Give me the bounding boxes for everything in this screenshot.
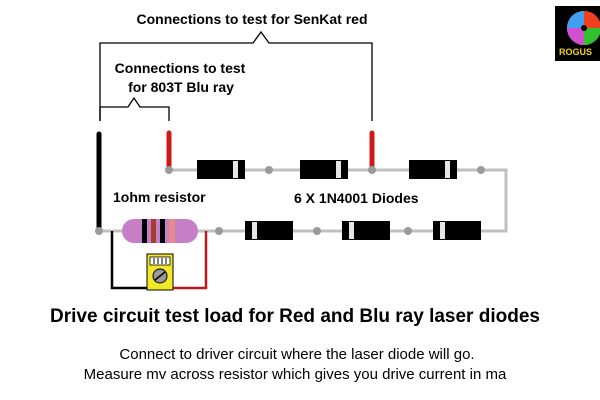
diode (409, 160, 457, 179)
diode (300, 160, 348, 179)
meter-black-lead (110, 231, 150, 290)
senkat-bracket-label: Connections to test for SenKat red (136, 11, 367, 27)
bluray-bracket (99, 96, 170, 121)
junction-dot (165, 166, 173, 174)
diode (245, 221, 293, 240)
resistor-label: 1ohm resistor (113, 189, 206, 205)
senkat-bracket (99, 30, 373, 121)
resistor (122, 219, 198, 243)
diode (433, 221, 481, 240)
diode (342, 221, 390, 240)
bluray-bracket-label-1: Connections to test (115, 60, 246, 76)
rogus-logo: ROGUS (555, 6, 600, 61)
bluray-bracket-label-2: for 803T Blu ray (128, 79, 234, 95)
page-title: Drive circuit test load for Red and Blu … (50, 306, 540, 327)
junction-dot (368, 166, 376, 174)
junction-dot (313, 227, 321, 235)
diode (197, 160, 245, 179)
meter-red-lead (172, 231, 208, 290)
junction-dot (404, 227, 412, 235)
instruction-line: Measure mv across resistor which gives y… (83, 366, 507, 383)
junction-dot (265, 166, 273, 174)
diodes-label: 6 X 1N4001 Diodes (294, 190, 419, 206)
instruction-line: Connect to driver circuit where the lase… (119, 346, 475, 363)
junction-dot (215, 227, 223, 235)
junctions (95, 166, 485, 235)
multimeter-icon (146, 253, 174, 291)
junction-dot (95, 227, 103, 235)
logo-text: ROGUS (559, 47, 592, 57)
junction-dot (477, 166, 485, 174)
